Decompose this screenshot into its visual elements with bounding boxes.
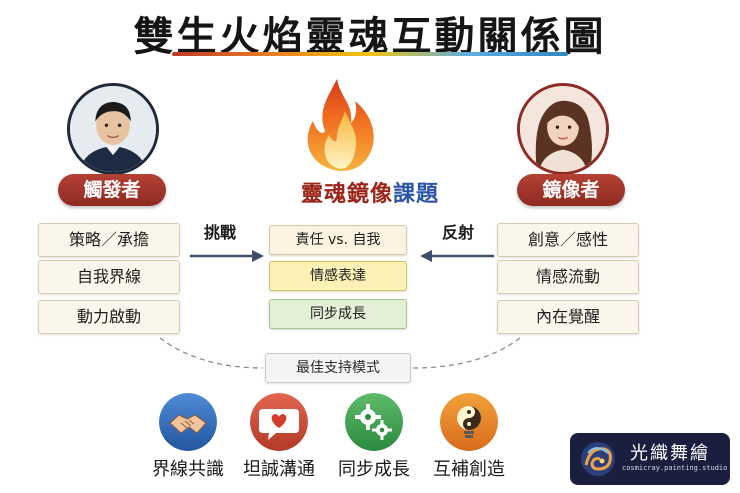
mode-label: 同步成長 bbox=[338, 459, 410, 480]
logo-tagline: cosmicray.painting.studio bbox=[622, 464, 728, 472]
trigger-role-badge: 觸發者 bbox=[58, 174, 166, 206]
studio-logo: 光織舞繪 cosmicray.painting.studio bbox=[570, 433, 730, 485]
best-support-label: 最佳支持模式 bbox=[265, 353, 411, 383]
reflection-arrow bbox=[420, 250, 494, 262]
center-title-main: 靈魂鏡像 bbox=[300, 182, 393, 207]
center-title-accent: 課題 bbox=[393, 182, 440, 207]
challenge-arrow bbox=[190, 250, 264, 262]
heart-speech-icon bbox=[250, 393, 308, 451]
mode-label: 互補創造 bbox=[433, 459, 505, 480]
trigger-trait: 策略／承擔 bbox=[38, 223, 180, 257]
challenge-label: 挑戰 bbox=[204, 223, 237, 242]
trigger-trait: 動力啟動 bbox=[38, 300, 180, 334]
lesson-item: 責任 vs. 自我 bbox=[269, 225, 407, 255]
mirror-role-badge: 鏡像者 bbox=[517, 174, 625, 206]
lesson-item: 同步成長 bbox=[269, 299, 407, 329]
reflection-label: 反射 bbox=[442, 223, 475, 242]
mirror-trait: 創意／感性 bbox=[497, 223, 639, 257]
mirror-trait: 情感流動 bbox=[497, 260, 639, 294]
logo-name: 光織舞繪 bbox=[630, 443, 710, 464]
trigger-avatar bbox=[67, 83, 159, 175]
mirror-trait: 內在覺醒 bbox=[497, 300, 639, 334]
trigger-trait: 自我界線 bbox=[38, 260, 180, 294]
handshake-icon bbox=[159, 393, 217, 451]
title-underline bbox=[172, 52, 568, 56]
gears-icon bbox=[345, 393, 403, 451]
lesson-item: 情感表達 bbox=[269, 261, 407, 291]
lightbulb-yinyang-icon bbox=[440, 393, 498, 451]
mode-label: 界線共識 bbox=[152, 459, 224, 480]
mirror-lesson-title: 靈魂鏡像課題 bbox=[240, 176, 500, 208]
flame-icon bbox=[307, 79, 374, 171]
mode-label: 坦誠溝通 bbox=[243, 459, 315, 480]
cosmic-swirl-icon bbox=[581, 442, 615, 476]
mirror-avatar bbox=[517, 83, 609, 175]
